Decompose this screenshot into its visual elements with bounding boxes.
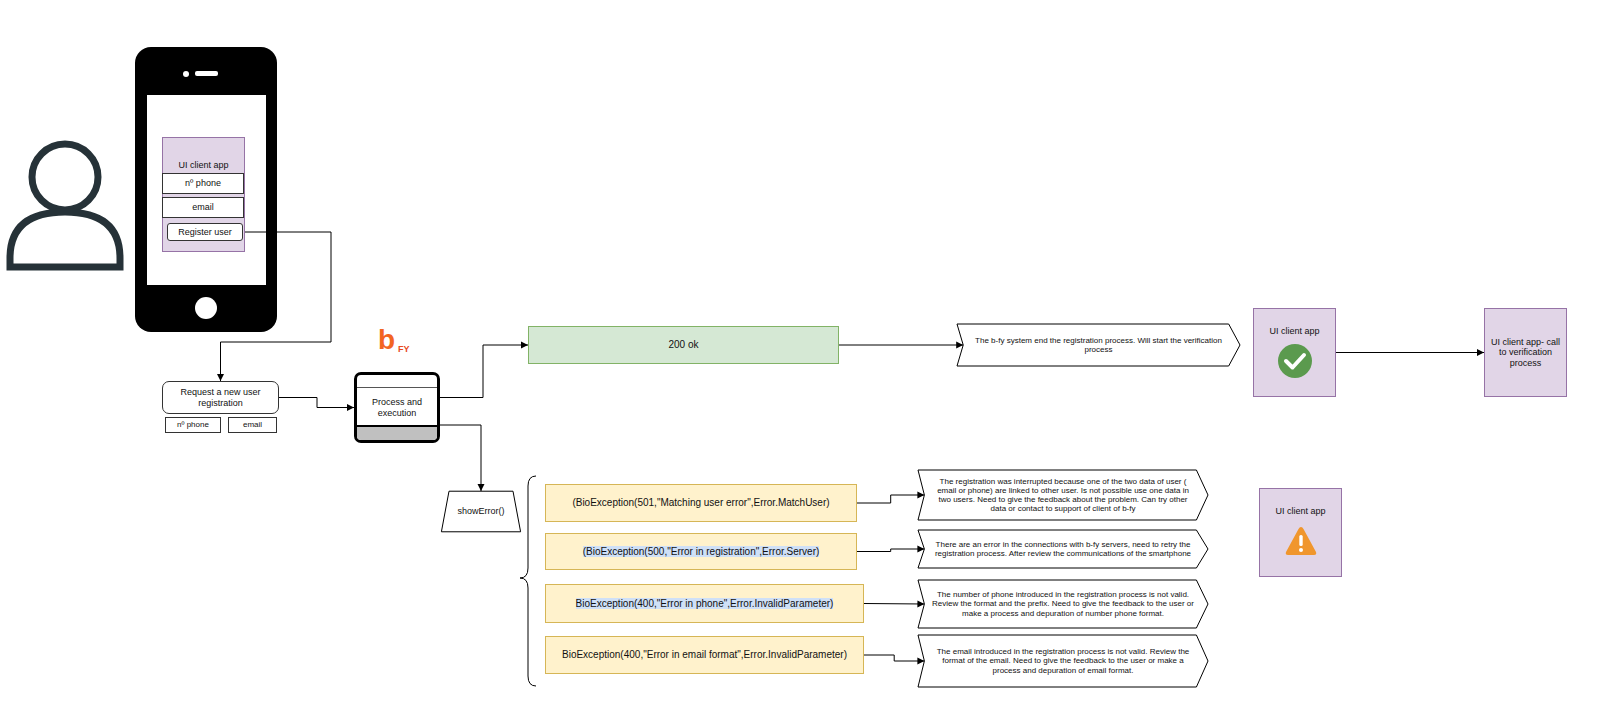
check-mark xyxy=(1286,355,1304,368)
node-text: BioException(400,"Error in phone",Error.… xyxy=(576,598,834,610)
node-text: (BioException(500,"Error in registration… xyxy=(583,546,820,558)
warning-triangle xyxy=(1285,527,1316,555)
trapezoid-outline xyxy=(441,491,520,532)
arrow-outline xyxy=(957,324,1240,366)
input-field: nº phone xyxy=(162,173,244,194)
error-box: BioException(400,"Error in email format"… xyxy=(545,636,864,674)
node-text: email xyxy=(243,420,262,429)
node-text: The registration was interrupted because… xyxy=(930,477,1196,514)
arrow-outline xyxy=(918,580,1208,628)
app-screen: UI client app xyxy=(1253,308,1336,397)
node-text: UI client app- call to verification proc… xyxy=(1489,337,1562,368)
node-text: email xyxy=(192,202,214,212)
arrow-outline xyxy=(918,530,1208,568)
connector-arrow xyxy=(279,398,354,408)
node-text: 200 ok xyxy=(668,339,698,351)
connector-arrow xyxy=(864,655,924,661)
connector-arrow xyxy=(857,495,924,503)
connector-arrow xyxy=(440,345,528,398)
note-arrow: The email introduced in the registration… xyxy=(918,635,1208,687)
phone-illustration xyxy=(135,47,277,332)
node-text: UI client app xyxy=(1269,326,1319,336)
error-box: BioException(400,"Error in phone",Error.… xyxy=(545,584,864,623)
node-text: UI client app xyxy=(1275,506,1325,516)
app-screen: UI client app nº phone emailRegister user xyxy=(162,137,245,252)
error-box: (BioException(501,"Matching user error",… xyxy=(545,484,857,522)
logo-text: FY xyxy=(398,345,410,354)
node-text: showError() xyxy=(457,506,504,516)
node-text: The email introduced in the registration… xyxy=(930,647,1196,675)
note-arrow: There are an error in the connections wi… xyxy=(918,530,1208,568)
node-text: Process and execution xyxy=(361,397,433,418)
process-box: Request a new user registration xyxy=(162,381,279,414)
connector-arrow xyxy=(857,549,924,552)
arrow-outline xyxy=(918,635,1208,687)
node-text: The b-fy system end the registration pro… xyxy=(969,336,1228,354)
connector-arrow xyxy=(221,232,332,381)
node-text: The number of phone introduced in the re… xyxy=(930,590,1196,618)
check-circle xyxy=(1278,344,1312,378)
note-arrow: The b-fy system end the registration pro… xyxy=(957,324,1240,366)
input-field: email xyxy=(162,197,244,218)
param-box: nº phone xyxy=(165,417,221,432)
person-icon xyxy=(10,144,120,267)
error-box: (BioException(500,"Error in registration… xyxy=(545,533,857,570)
connector-arrow xyxy=(1336,352,1484,353)
arrow-outline xyxy=(918,470,1208,520)
connector-arrow xyxy=(440,425,481,491)
node-text: Register user xyxy=(178,227,232,237)
button: Register user xyxy=(167,223,243,241)
node-text: nº phone xyxy=(177,420,209,429)
node-text: UI client app xyxy=(178,160,228,170)
app-screen: UI client app- call to verification proc… xyxy=(1484,308,1567,397)
node-text: nº phone xyxy=(185,178,221,188)
param-box: email xyxy=(228,417,277,432)
node-text: There are an error in the connections wi… xyxy=(930,540,1196,558)
brace xyxy=(520,476,536,686)
node-text: (BioException(501,"Matching user error",… xyxy=(572,497,829,509)
result-box: 200 ok xyxy=(528,326,839,364)
node-text: BioException(400,"Error in email format"… xyxy=(562,649,847,661)
connector-arrow xyxy=(839,345,963,346)
warning-dot xyxy=(1299,548,1303,552)
check-icon xyxy=(1277,343,1313,379)
warning-bar xyxy=(1299,535,1302,546)
logo-letter: b xyxy=(378,326,395,354)
process-box: Process and execution xyxy=(354,372,440,443)
footer-band xyxy=(357,425,437,440)
warning-icon xyxy=(1283,523,1319,559)
function-box: showError() xyxy=(441,491,521,532)
note-arrow: The number of phone introduced in the re… xyxy=(918,580,1208,628)
node-text: Request a new user registration xyxy=(167,387,274,408)
note-arrow: The registration was interrupted because… xyxy=(918,470,1208,520)
header-line xyxy=(357,387,437,388)
app-screen: UI client app xyxy=(1259,488,1342,577)
connector-arrow xyxy=(864,603,924,605)
